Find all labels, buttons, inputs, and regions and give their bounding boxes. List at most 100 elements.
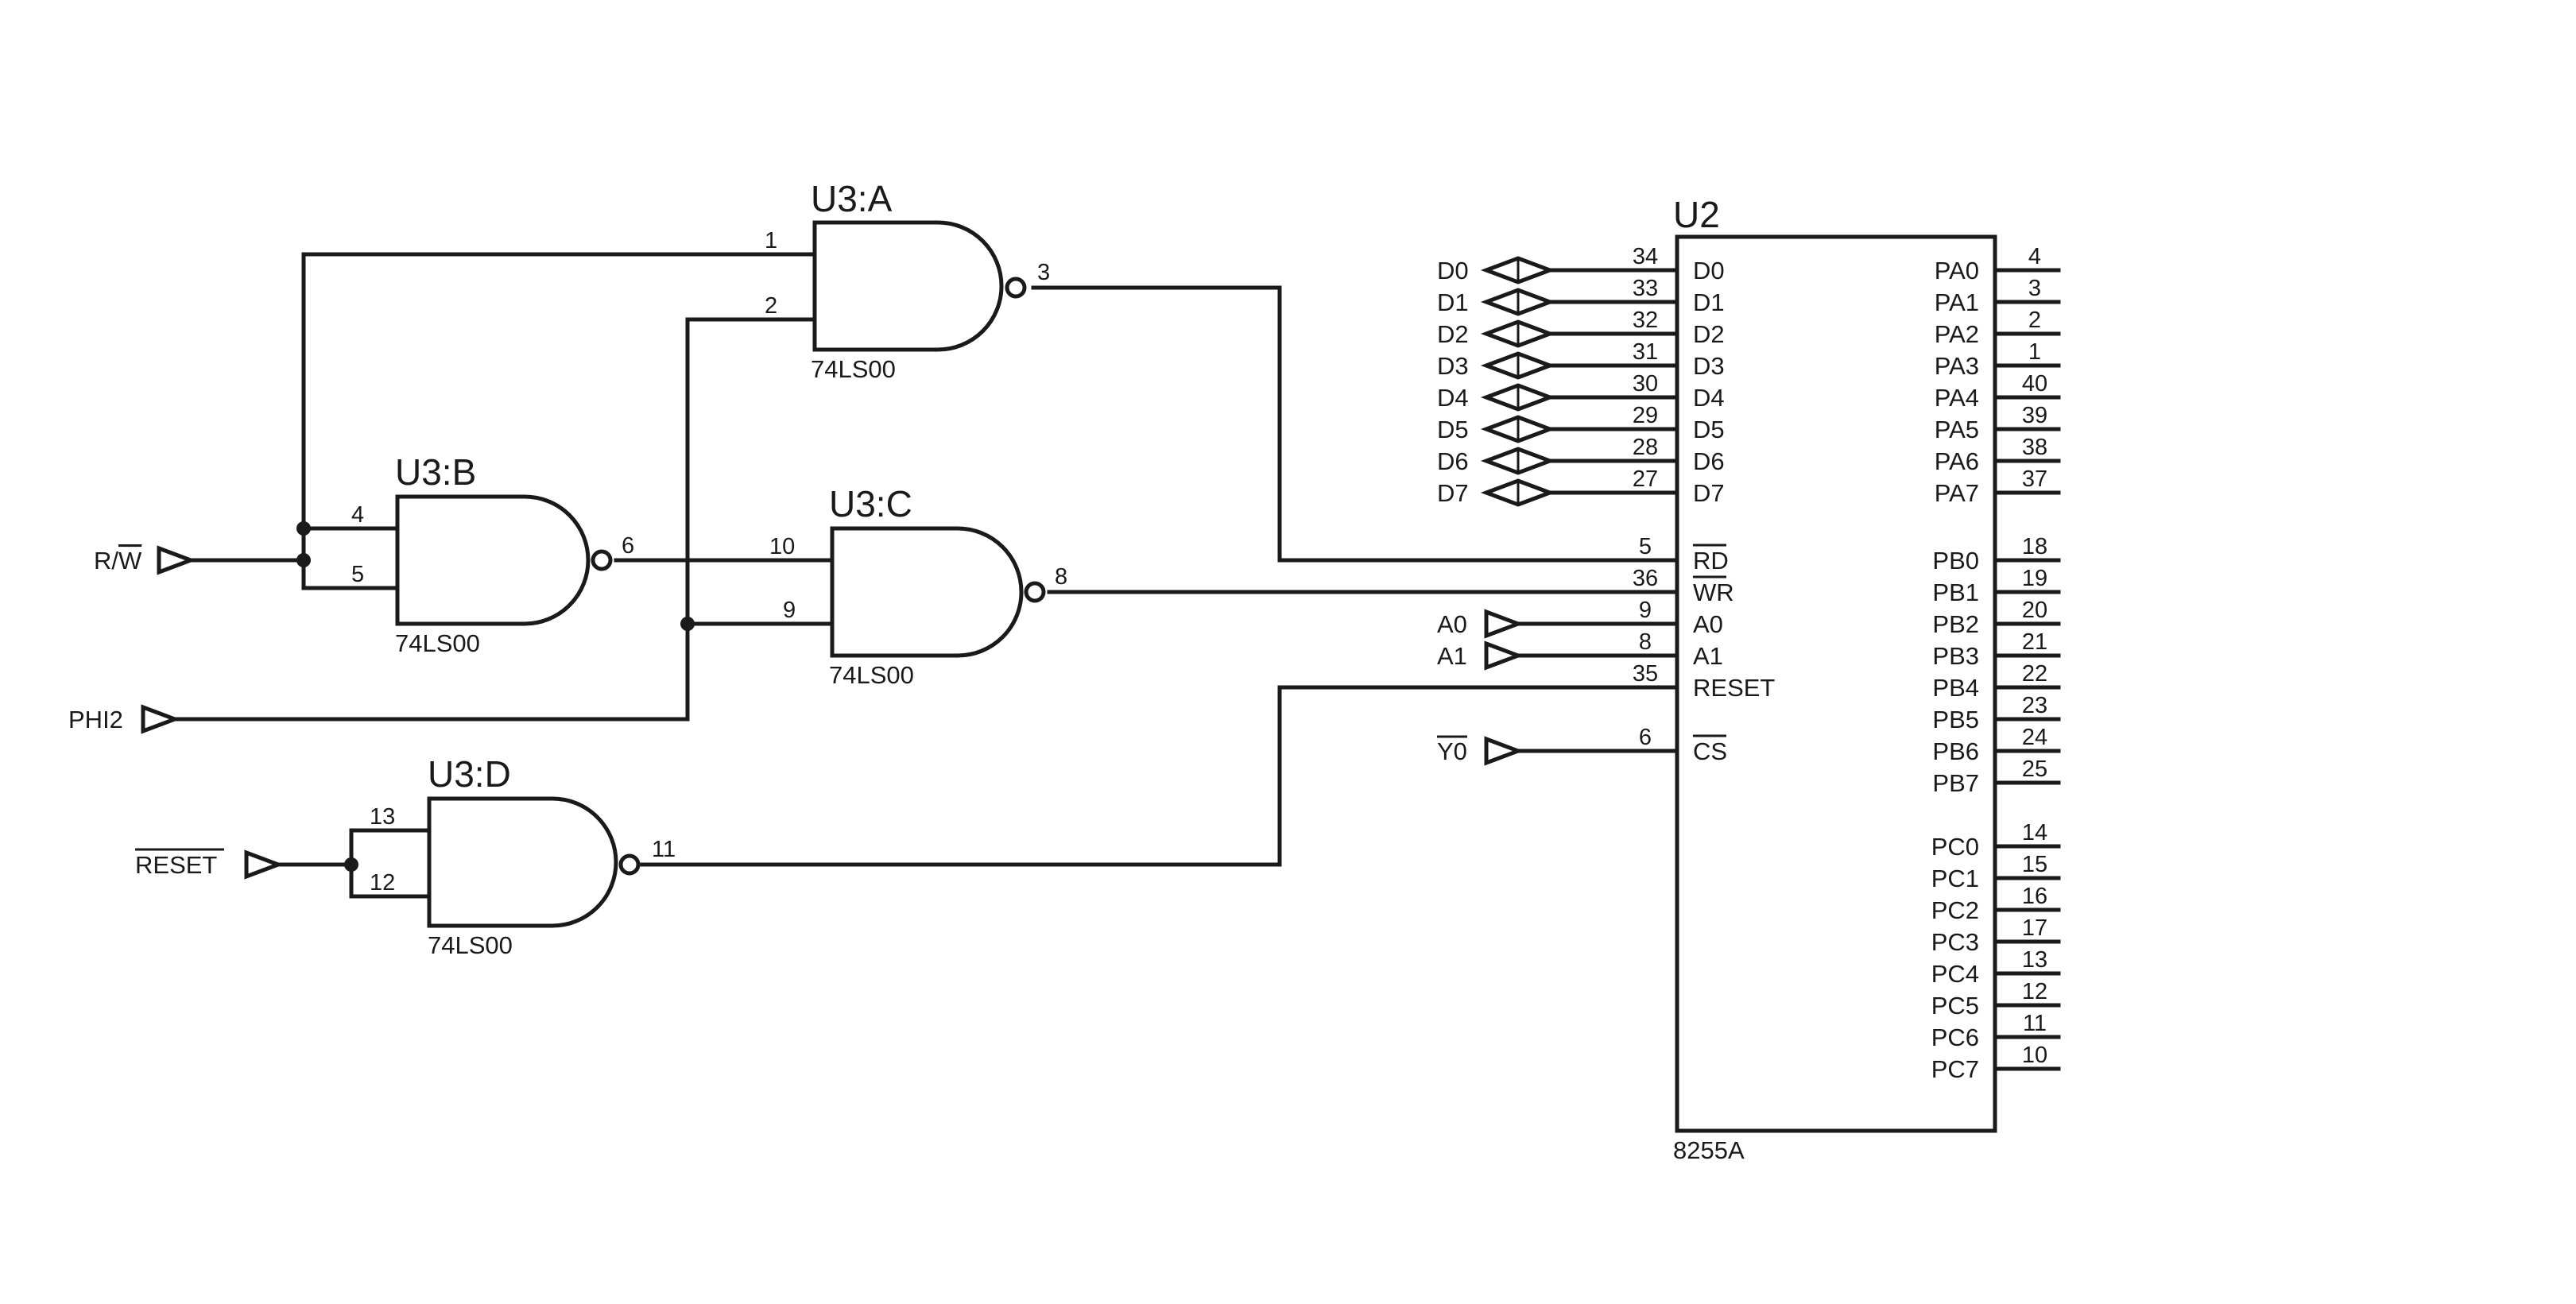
pin-name: PC0 (1931, 833, 1979, 861)
junction-dot (680, 617, 695, 631)
port-label-data: D4 (1437, 384, 1469, 412)
ic-body (1675, 234, 1997, 1133)
port-label-data: D2 (1437, 320, 1469, 348)
port-label-phi2: PHI2 (68, 706, 123, 733)
inversion-bubble (1024, 581, 1046, 603)
pin-number: 6 (622, 533, 634, 559)
pin-number: 22 (2022, 661, 2047, 687)
pin-number: 23 (2022, 693, 2047, 718)
pin-name: PC4 (1931, 960, 1979, 988)
pin-name: PC5 (1931, 992, 1979, 1020)
pin-number: 10 (2022, 1043, 2047, 1068)
pin-number: 2 (2028, 308, 2041, 333)
port-y0: Y0 (1437, 735, 1524, 766)
gate-type-u3c: 74LS00 (829, 661, 914, 689)
port-a0: A0 (1437, 609, 1524, 639)
pin-name: PB6 (1932, 737, 1979, 765)
input-port-arrow (244, 849, 285, 880)
pin-number: 5 (1639, 534, 1652, 559)
input-port-arrow (157, 545, 197, 575)
pin-number: 15 (2022, 852, 2047, 877)
pin-name: WR (1693, 578, 1734, 606)
nand-gate-body (812, 220, 1004, 352)
pin-name: D6 (1693, 447, 1725, 475)
pin-number: 31 (1633, 339, 1658, 365)
pin-number: 14 (2022, 820, 2047, 845)
pin-number: 20 (2022, 598, 2047, 623)
gate-ref-u3d: U3:D (428, 753, 511, 795)
pin-number: 30 (1633, 371, 1658, 397)
inversion-bubble (591, 549, 613, 571)
pin-name: PC6 (1931, 1023, 1979, 1051)
pin-number: 19 (2022, 566, 2047, 591)
pin-number: 10 (769, 534, 795, 559)
pin-number: 34 (1633, 244, 1658, 269)
pin-number: 27 (1633, 466, 1658, 492)
input-port-arrow (141, 704, 181, 734)
port-label-data: D6 (1437, 447, 1469, 475)
pin-number: 29 (1633, 403, 1658, 428)
pin-name: PB5 (1932, 706, 1979, 733)
pin-number: 2 (765, 293, 777, 319)
pin-name: D5 (1693, 416, 1725, 443)
pin-number: 21 (2022, 629, 2047, 655)
port-label-data: D7 (1437, 479, 1469, 507)
pin-number: 39 (2022, 403, 2047, 428)
port-label-data: D3 (1437, 352, 1469, 380)
pin-number: 9 (783, 598, 796, 623)
pin-number: 12 (370, 870, 395, 896)
pin-number: 12 (2022, 979, 2047, 1004)
gate-ref-u3c: U3:C (829, 483, 912, 524)
pin-number: 32 (1633, 308, 1658, 333)
pin-name: PA2 (1935, 320, 1979, 348)
wires (172, 252, 1679, 899)
gate-ref-u3a: U3:A (811, 178, 893, 219)
pin-name: PA6 (1935, 447, 1979, 475)
gate-type-u3b: 74LS00 (395, 629, 480, 657)
gate-u3c: U3:C 74LS00 10 9 8 (769, 483, 1067, 689)
junction-dot (296, 521, 311, 536)
pin-number: 40 (2022, 371, 2047, 397)
input-port-arrow (1484, 736, 1524, 766)
pin-name: D1 (1693, 288, 1725, 316)
pin-number: 9 (1639, 598, 1652, 623)
pin-name: PC1 (1931, 865, 1979, 892)
pin-number: 24 (2022, 725, 2047, 750)
port-phi2: PHI2 (68, 704, 181, 734)
pin-number: 1 (2028, 339, 2041, 365)
pin-name: PB7 (1932, 769, 1979, 797)
gate-type-u3a: 74LS00 (811, 355, 896, 383)
pin-name: PC2 (1931, 896, 1979, 924)
pin-number: 1 (765, 228, 777, 253)
wire-rd (1031, 285, 1679, 563)
nand-gate-body (427, 796, 618, 928)
pin-number: 18 (2022, 534, 2047, 559)
pin-number: 8 (1639, 629, 1652, 655)
pin-number: 28 (1633, 435, 1658, 460)
pin-number: 5 (351, 562, 364, 587)
pin-name: PA1 (1935, 288, 1979, 316)
pin-number: 17 (2022, 915, 2047, 941)
port-rw: R/W (94, 545, 197, 575)
pin-name: A0 (1693, 610, 1723, 638)
pin-number: 13 (370, 804, 395, 830)
port-label-rw: R/W (94, 547, 142, 575)
gate-ref-u3b: U3:B (395, 451, 476, 493)
pin-name: D7 (1693, 479, 1725, 507)
pin-number: 37 (2022, 466, 2047, 492)
port-label-data: D5 (1437, 416, 1469, 443)
pin-number: 3 (1037, 260, 1050, 285)
pin-name: PB3 (1932, 642, 1979, 670)
port-label-data: D1 (1437, 288, 1469, 316)
pin-number: 3 (2028, 276, 2041, 301)
pin-name: PA0 (1935, 257, 1979, 284)
pin-name: A1 (1693, 642, 1723, 670)
data-bus-wires (1548, 268, 1679, 495)
pin-name: CS (1693, 737, 1727, 765)
nand-gate-body (830, 526, 1024, 658)
port-label-y0: Y0 (1437, 737, 1467, 765)
